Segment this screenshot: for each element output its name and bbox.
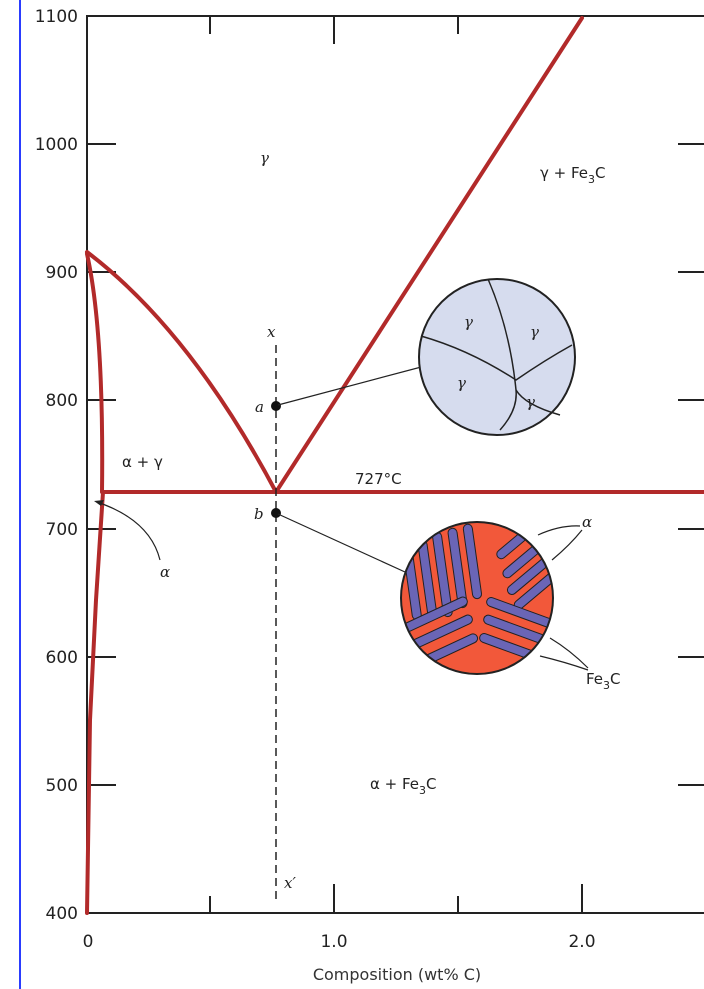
y-tick-900: 900 bbox=[46, 263, 78, 283]
pearlite-alpha-arrows bbox=[538, 526, 582, 560]
y-tick-400: 400 bbox=[46, 904, 78, 924]
leader-b bbox=[278, 514, 405, 572]
y-tick-1000: 1000 bbox=[35, 135, 78, 155]
y-tick-700: 700 bbox=[46, 520, 78, 540]
a3-line bbox=[87, 252, 276, 492]
y-tick-1100: 1100 bbox=[35, 7, 78, 27]
x-axis-title: Composition (wt% C) bbox=[313, 965, 481, 984]
region-gamma-fe3c: γ + Fe3C bbox=[540, 164, 606, 186]
grain-label-3: γ bbox=[457, 374, 466, 392]
region-alpha-gamma: α + γ bbox=[122, 453, 163, 471]
point-b bbox=[271, 508, 281, 518]
grain-label-2: γ bbox=[530, 323, 539, 341]
ferrite-solvus bbox=[87, 492, 103, 913]
pearlite-fe3c-label: Fe3C bbox=[586, 670, 621, 692]
label-a: a bbox=[255, 398, 264, 416]
alpha-leader bbox=[97, 502, 160, 560]
label-x: x bbox=[267, 323, 276, 341]
label-x-prime: x′ bbox=[284, 874, 296, 892]
pearlite-alpha-label: α bbox=[582, 513, 592, 531]
label-b: b bbox=[254, 505, 264, 523]
x-tick-0: 0 bbox=[83, 932, 94, 952]
y-tick-600: 600 bbox=[46, 648, 78, 668]
grain-label-4: γ bbox=[526, 393, 535, 411]
y-tick-marks-right bbox=[678, 144, 704, 785]
region-alpha-fe3c: α + Fe3C bbox=[370, 775, 437, 797]
grain-label-1: γ bbox=[464, 313, 473, 331]
austenite-microstructure: γ γ γ γ bbox=[419, 279, 575, 435]
region-gamma: γ bbox=[260, 149, 269, 167]
pearlite-fe3c-arrows bbox=[540, 638, 588, 670]
y-tick-800: 800 bbox=[46, 391, 78, 411]
point-a bbox=[271, 401, 281, 411]
eutectoid-temp-label: 727°C bbox=[355, 470, 402, 488]
x-tick-2: 2.0 bbox=[568, 932, 595, 952]
alpha-label: α bbox=[160, 563, 170, 581]
y-tick-500: 500 bbox=[46, 776, 78, 796]
gamma-alpha-solvus bbox=[87, 254, 102, 492]
x-tick-1: 1.0 bbox=[320, 932, 347, 952]
